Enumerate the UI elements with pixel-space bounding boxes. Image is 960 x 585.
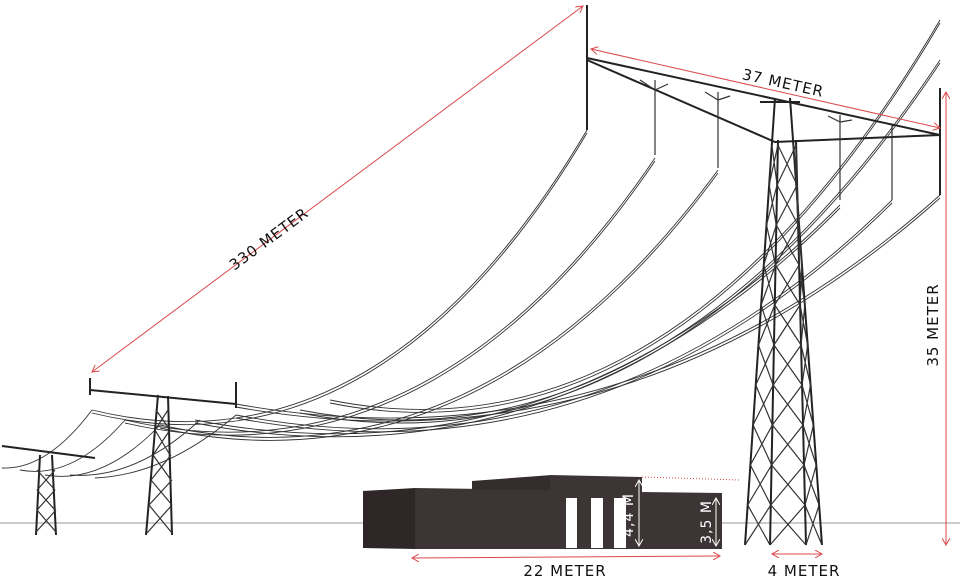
conductor-wire — [329, 19, 941, 410]
conductor-wire — [159, 172, 719, 441]
lattice-brace — [795, 184, 800, 226]
building-tall-label: 4,4 M — [621, 493, 637, 537]
conductor-wire — [94, 414, 237, 479]
far-pylon — [1, 445, 96, 536]
conductor-wire — [329, 22, 941, 413]
conductor-wire — [124, 157, 656, 433]
span-label: 330 METER — [226, 204, 312, 274]
lattice-brace — [801, 384, 814, 426]
conductor-wire — [91, 132, 588, 426]
building-low-label: 3,5 M — [699, 500, 715, 544]
conductor-wire — [299, 62, 941, 424]
conductor-wire — [44, 424, 161, 477]
lattice-brace — [804, 504, 823, 546]
conductor-wire — [91, 129, 588, 423]
window — [591, 498, 603, 548]
conductor-wire — [299, 59, 941, 421]
lattice-brace — [798, 264, 806, 306]
lattice-brace — [802, 424, 817, 466]
lattice-brace — [771, 424, 805, 466]
lattice-brace — [772, 344, 803, 386]
conductor-wire — [19, 419, 126, 472]
lattice-brace — [775, 224, 800, 266]
crossarm-dimension-line — [591, 49, 940, 128]
lattice-brace — [803, 464, 820, 506]
conductor-wire — [194, 204, 841, 435]
lattice-brace — [800, 344, 812, 386]
lattice-brace — [752, 384, 774, 426]
conductor-wire — [235, 202, 893, 433]
crossarm-label: 37 METER — [740, 65, 825, 101]
lattice-brace — [797, 224, 803, 266]
building-upper-block — [472, 475, 552, 490]
conductor-wires — [1, 19, 941, 479]
window — [614, 498, 626, 548]
lattice-brace — [757, 304, 776, 346]
lattice-brace — [755, 344, 775, 386]
lattice-brace — [775, 184, 799, 226]
window — [566, 498, 577, 548]
height-label: 35 METER — [924, 283, 942, 366]
lattice-brace — [744, 504, 772, 546]
lattice-brace — [771, 384, 804, 426]
lattice-brace — [747, 464, 773, 506]
conductor-wire — [194, 207, 841, 438]
lattice-brace — [774, 264, 801, 306]
building: 4,4 M 3,5 M — [363, 475, 741, 549]
lattice-brace — [765, 184, 778, 226]
lattice-brace — [799, 304, 809, 346]
conductor-wire — [124, 160, 656, 436]
span-dimension-line — [92, 6, 583, 372]
lattice-brace — [763, 224, 777, 266]
building-left-block — [415, 488, 550, 549]
lattice-brace — [760, 264, 777, 306]
tower-base-label: 4 METER — [768, 562, 841, 580]
lattice-brace — [749, 424, 773, 466]
conductor-wire — [159, 169, 719, 438]
building-width-dimension-line — [412, 556, 720, 558]
conductor-wire — [1, 409, 93, 469]
lattice-brace — [768, 144, 779, 186]
building-low-block — [642, 492, 722, 549]
lattice-brace — [792, 144, 798, 186]
building-width-label: 22 METER — [523, 562, 606, 580]
lattice-brace — [773, 304, 802, 346]
middle-pylon — [89, 378, 237, 536]
building-side — [363, 488, 415, 549]
lattice-brace — [769, 504, 807, 546]
lattice-brace — [776, 144, 798, 186]
lattice-brace — [770, 464, 806, 506]
conductor-wire — [69, 419, 201, 476]
